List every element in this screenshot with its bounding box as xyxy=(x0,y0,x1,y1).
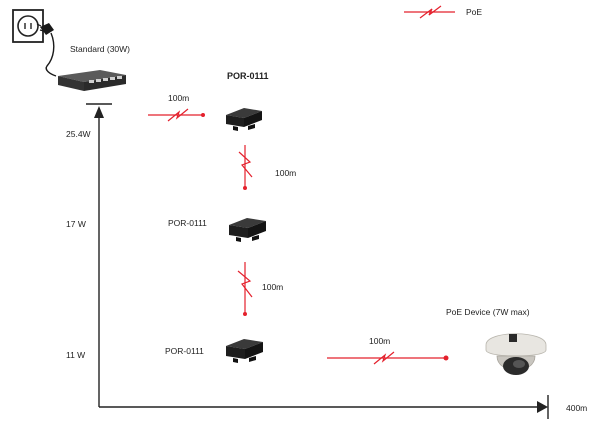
poe-extender-icon xyxy=(226,339,263,363)
power-level-label: 17 W xyxy=(66,219,86,229)
power-plug-icon xyxy=(36,23,57,77)
lightning-icon xyxy=(238,151,253,178)
poe-extender-icon xyxy=(226,108,262,131)
lightning-icon xyxy=(373,351,395,365)
power-outlet-icon xyxy=(12,9,44,43)
power-level-label: 25.4W xyxy=(66,129,91,139)
distance-axis-arrow-icon xyxy=(537,401,548,413)
distance-axis xyxy=(99,395,549,419)
poe-segment xyxy=(237,262,253,316)
poe-extender-icon xyxy=(229,218,266,242)
segment-distance-label: 100m xyxy=(168,93,189,103)
distance-axis-end-label: 400m xyxy=(566,403,587,413)
legend-label: PoE xyxy=(466,7,482,17)
segment-distance-label: 100m xyxy=(275,168,296,178)
poe-switch-icon xyxy=(58,70,126,91)
poe-segment xyxy=(148,108,205,122)
lightning-icon xyxy=(167,108,189,122)
power-axis xyxy=(86,103,112,407)
legend-lightning-icon xyxy=(419,5,442,19)
dome-camera-icon xyxy=(485,333,547,375)
poe-segment xyxy=(327,351,449,365)
repeater-label: POR-0111 xyxy=(165,346,204,356)
device-label: PoE Device (7W max) xyxy=(446,307,530,317)
legend: PoE xyxy=(404,5,482,19)
diagram-title: POR-0111 xyxy=(227,71,269,81)
power-axis-arrow-icon xyxy=(94,106,104,118)
lightning-icon xyxy=(237,270,253,298)
source-label: Standard (30W) xyxy=(70,44,130,54)
segment-distance-label: 100m xyxy=(369,336,390,346)
poe-segment xyxy=(238,145,253,190)
power-level-label: 11 W xyxy=(66,350,85,360)
segment-distance-label: 100m xyxy=(262,282,283,292)
repeater-label: POR-0111 xyxy=(168,218,207,228)
